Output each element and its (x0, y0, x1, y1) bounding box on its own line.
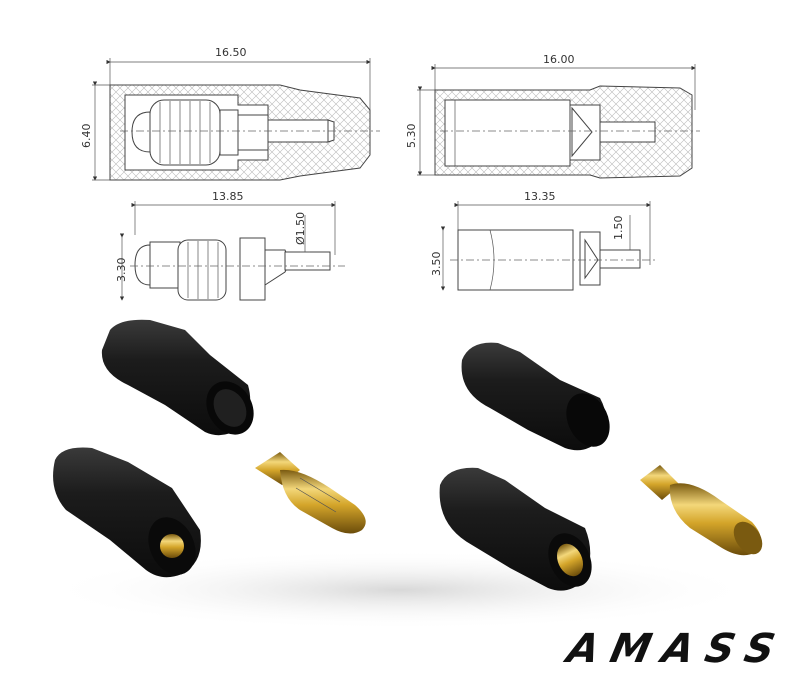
male-housing-upper (101, 319, 254, 436)
dim-pin-dia-1-50: Ø1.50 (294, 212, 307, 245)
dim-height-6-40: 6.40 (80, 124, 93, 149)
drawing-male-side-view: 16.50 6.40 (80, 46, 380, 181)
drawing-male-pin: 13.85 3.30 Ø1.50 (115, 190, 345, 301)
dim-length-13-85: 13.85 (212, 190, 244, 203)
dim-pin-dia-1-50-right: 1.50 (612, 216, 625, 241)
female-gold-pin (640, 465, 763, 556)
dim-height-3-30: 3.30 (115, 258, 128, 283)
male-gold-pin (255, 452, 366, 534)
dim-height-3-50: 3.50 (430, 252, 443, 277)
dim-height-5-30: 5.30 (405, 124, 418, 149)
drawing-female-side-view: 16.00 5.30 (405, 53, 700, 179)
dim-length-16-00: 16.00 (543, 53, 575, 66)
dim-length-13-35: 13.35 (524, 190, 556, 203)
drawing-female-pin: 13.35 3.50 1.50 (430, 190, 655, 291)
female-housing-upper (461, 342, 610, 451)
dim-length-16-50: 16.50 (215, 46, 247, 59)
female-housing-lower (439, 467, 592, 591)
male-housing-lower (53, 447, 201, 578)
brand-logo: AMASS (563, 626, 791, 672)
